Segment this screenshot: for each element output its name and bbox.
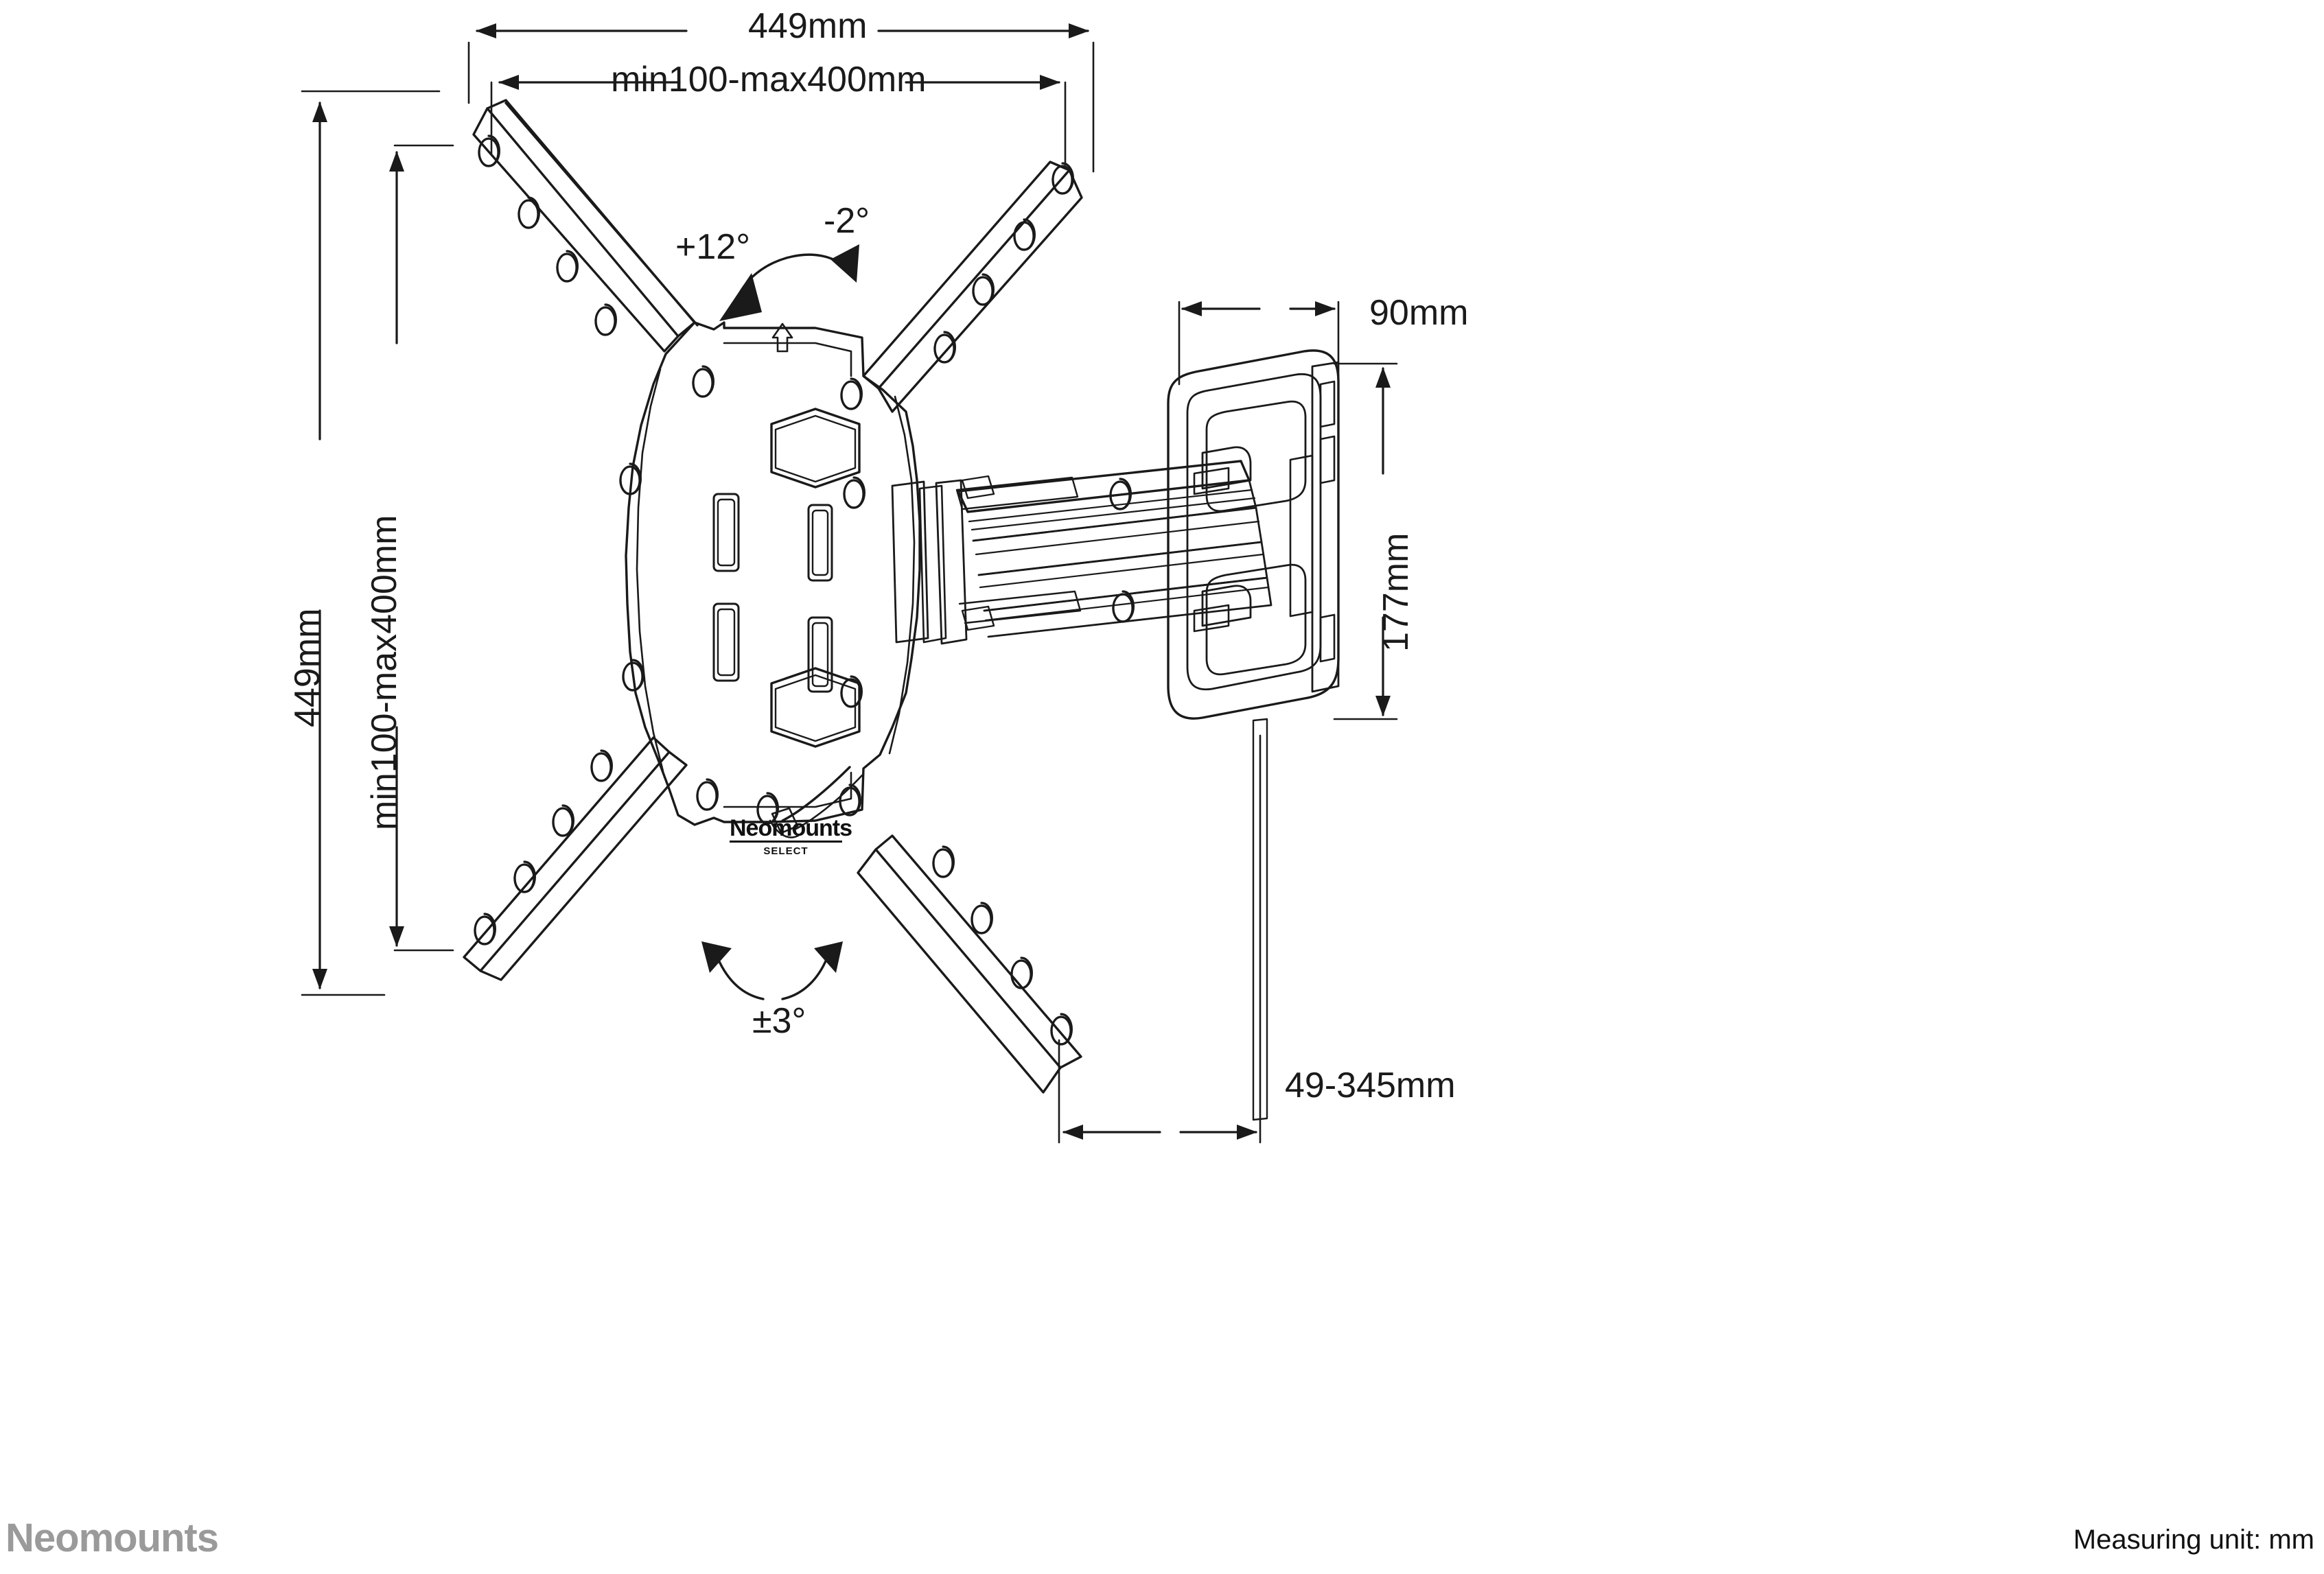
product-logo-brand: Neomounts bbox=[730, 815, 852, 841]
up-arrow-icon bbox=[771, 322, 793, 353]
dimension-label-wallplate-height: 177mm bbox=[1376, 532, 1416, 652]
dimension-label-extension-range: 49-345mm bbox=[1285, 1066, 1456, 1105]
product-logo-series: SELECT bbox=[763, 845, 809, 857]
footer-unit-note: Measuring unit: mm bbox=[2073, 1525, 2314, 1555]
dimension-label-vesa-width: min100-max400mm bbox=[611, 60, 927, 99]
angle-label-tilt-down: -2° bbox=[824, 201, 870, 241]
dimension-label-overall-height: 449mm bbox=[288, 608, 327, 727]
product-logo-badge: Neomounts SELECT bbox=[730, 815, 852, 865]
dimension-label-depth-min: 90mm bbox=[1369, 293, 1469, 333]
product-logo-divider bbox=[730, 841, 842, 843]
angle-label-rotation: ±3° bbox=[752, 1001, 806, 1041]
angle-label-tilt-up: +12° bbox=[675, 227, 751, 267]
footer-brand-logo: Neomounts bbox=[5, 1516, 219, 1560]
dimension-label-vesa-height: min100-max400mm bbox=[364, 515, 404, 831]
dimension-label-overall-width: 449mm bbox=[748, 6, 868, 46]
